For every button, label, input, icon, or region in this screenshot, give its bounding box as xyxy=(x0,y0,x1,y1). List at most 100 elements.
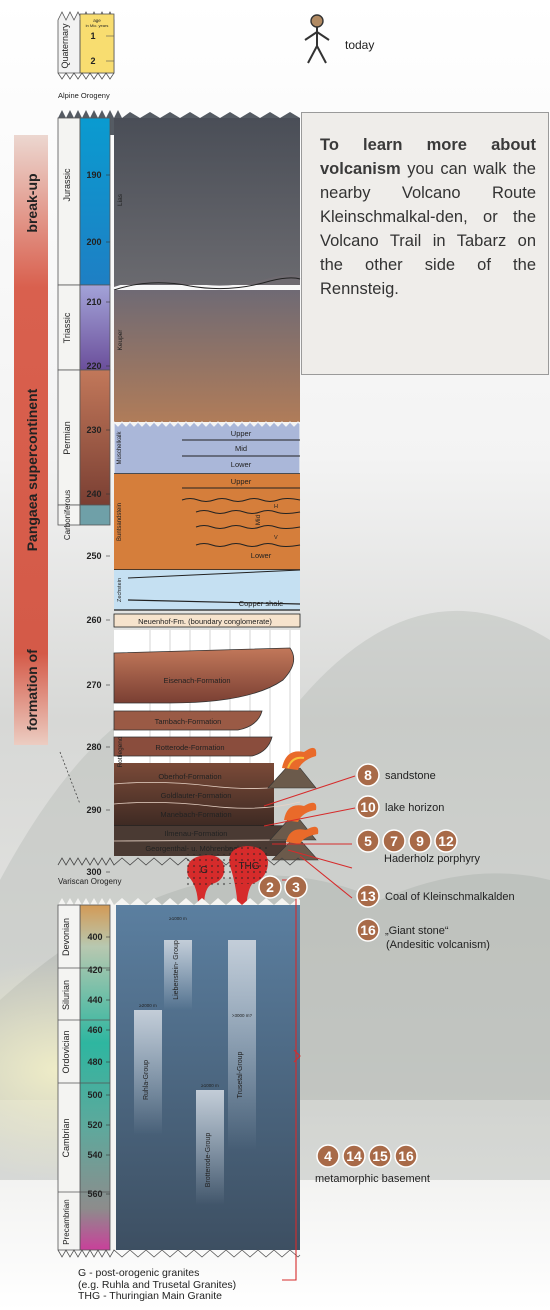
unit-lias: Lias xyxy=(117,193,124,206)
age-tick-lower: 560 xyxy=(87,1189,102,1199)
site-number: 4 xyxy=(324,1148,332,1164)
label-coal: Coal of Kleinschmalkalden xyxy=(385,891,515,903)
site-number-badge xyxy=(356,884,380,908)
unit-keuper: Keuper xyxy=(117,329,124,351)
site-number: 14 xyxy=(346,1148,362,1164)
site-number-badge xyxy=(434,829,458,853)
site-number: 7 xyxy=(390,833,398,849)
site-number-badge xyxy=(356,829,380,853)
site-number-badge xyxy=(408,829,432,853)
group-trusetal: Trusetal-Group xyxy=(237,1051,244,1098)
period-jurassic: Jurassic xyxy=(62,168,72,202)
label-lake-horizon: lake horizon xyxy=(385,802,444,814)
period-permian: Permian xyxy=(62,421,72,455)
unit-zechstein: Zechstein xyxy=(117,578,123,602)
today-label: today xyxy=(345,38,375,52)
age-header-unit: in Mio. years xyxy=(86,23,109,28)
site-number: 3 xyxy=(292,879,300,895)
age-tick-lower: 480 xyxy=(87,1057,102,1067)
age-tick-lower: 440 xyxy=(87,995,102,1005)
granite-thg: THG xyxy=(228,846,268,918)
formation-georgenthal: Georgenthal- u. Möhrenbach-Fm. xyxy=(145,844,256,853)
granite-g: G xyxy=(186,854,226,906)
formation-tambach: Tambach-Formation xyxy=(155,717,222,726)
formation-neuenhof: Neuenhof-Fm. (boundary conglomerate) xyxy=(138,617,272,626)
granite-g-label: G xyxy=(200,865,208,876)
age-tick: 280 xyxy=(86,742,101,752)
era-band xyxy=(14,135,48,745)
formation-oberhof: Oberhof-Formation xyxy=(158,772,221,781)
lower-column xyxy=(57,898,301,1258)
label-giant-stone: „Giant stone“ xyxy=(385,925,449,937)
buntsandstein-mid: Mid xyxy=(255,514,262,525)
buntsandstein-lower: Lower xyxy=(251,551,272,560)
site-number-badge xyxy=(316,1144,340,1168)
site-number: 13 xyxy=(360,888,376,904)
period-cambrian: Cambrian xyxy=(61,1118,71,1157)
era-breakup-label: break-up xyxy=(24,173,40,232)
thickness-brotterode: ≥1000 m xyxy=(201,1083,219,1088)
age-tick-lower: 400 xyxy=(87,932,102,942)
muschelkalk-mid: Mid xyxy=(235,444,247,453)
age-tick: 290 xyxy=(86,805,101,815)
age-tick-lower: 520 xyxy=(87,1120,102,1130)
label-sandstone: sandstone xyxy=(385,770,436,782)
buntsandstein-upper: Upper xyxy=(231,477,252,486)
site-number-badge xyxy=(342,1144,366,1168)
callout-text: you can walk the nearby Volcano Route Kl… xyxy=(320,160,536,298)
site-number: 8 xyxy=(364,767,372,783)
person-icon xyxy=(304,14,330,64)
site-number: 15 xyxy=(372,1148,388,1164)
site-number: 10 xyxy=(360,799,376,815)
legend-line-3: THG - Thuringian Main Granite xyxy=(78,1290,222,1302)
age-tick-lower: 460 xyxy=(87,1025,102,1035)
copper-shale-label: Copper shale xyxy=(239,599,284,608)
site-number-badge xyxy=(368,1144,392,1168)
buntsandstein-v: V xyxy=(274,535,278,541)
group-brotterode: Brotterode-Group xyxy=(205,1133,212,1188)
label-andesitic: (Andesitic volcanism) xyxy=(386,939,490,951)
thickness-liebenstein: ≥1000 m xyxy=(169,916,187,921)
site-number: 12 xyxy=(438,833,454,849)
legend: G - post-orogenic granites (e.g. Ruhla a… xyxy=(78,1267,237,1303)
age-tick-lower: 420 xyxy=(87,965,102,975)
site-number-badge xyxy=(258,875,282,899)
age-tick-2: 2 xyxy=(90,56,95,66)
site-number: 9 xyxy=(416,833,424,849)
period-precambrian: Precambrian xyxy=(62,1199,71,1244)
quaternary-block: Quaternary age in Mio. years 1 2 xyxy=(57,11,115,80)
site-number-badge xyxy=(382,829,406,853)
age-tick: 230 xyxy=(86,425,101,435)
age-tick: 300 xyxy=(86,867,101,877)
upper-column xyxy=(57,110,301,856)
site-number-badge xyxy=(356,763,380,787)
legend-line-2: (e.g. Ruhla and Trusetal Granites) xyxy=(78,1278,237,1291)
formation-goldlauter: Goldlauter-Formation xyxy=(161,791,232,800)
label-metamorphic-basement: metamorphic basement xyxy=(315,1173,430,1185)
muschelkalk-upper: Upper xyxy=(231,429,252,438)
connector-lines xyxy=(263,775,356,1281)
age-tick-lower: 540 xyxy=(87,1150,102,1160)
era-pangaea-label: Pangaea supercontinent xyxy=(24,388,40,551)
period-triassic: Triassic xyxy=(62,312,72,343)
site-number-badge xyxy=(356,918,380,942)
formation-eisenach: Eisenach-Formation xyxy=(163,676,230,685)
site-number-badge xyxy=(284,875,308,899)
site-number-badge xyxy=(394,1144,418,1168)
site-number: 16 xyxy=(398,1148,414,1164)
age-tick: 190 xyxy=(86,170,101,180)
period-carboniferous: Carboniferous xyxy=(63,490,72,540)
thickness-ruhla: ≥2000 m xyxy=(139,1003,157,1008)
age-tick: 220 xyxy=(86,361,101,371)
age-header: age xyxy=(93,18,101,23)
site-number: 16 xyxy=(360,922,376,938)
buntsandstein-h: H xyxy=(274,504,278,510)
era-formation-label: formation of xyxy=(24,649,40,731)
formation-rotterode: Rotterode-Formation xyxy=(155,743,224,752)
site-number: 5 xyxy=(364,833,372,849)
group-liebenstein: Liebenstein- Group xyxy=(173,940,180,1000)
callout-lead: To learn more about volcanism xyxy=(320,136,536,178)
